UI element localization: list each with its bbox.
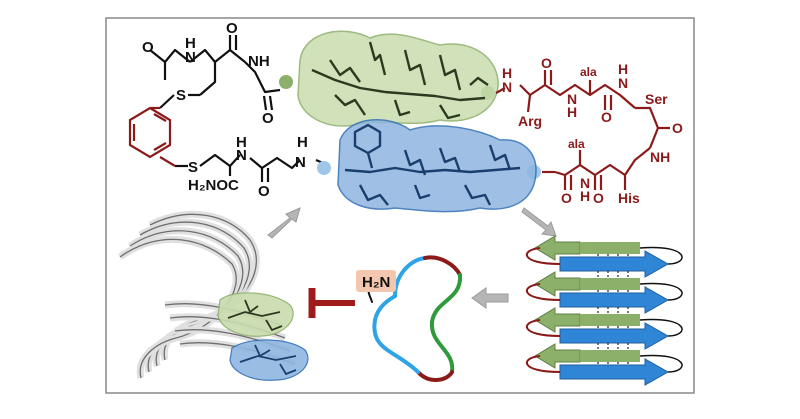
amine-label: H₂N: [362, 274, 390, 291]
beta-sheet-stack: [525, 235, 683, 386]
amine-badge: [356, 270, 396, 292]
label-c-terminal: H₂NOC: [188, 177, 239, 194]
green-beta-strand: [534, 343, 581, 369]
green-beta-strand-body: [580, 242, 588, 254]
turn-loop: [525, 247, 561, 265]
label-turn-o-2: O: [601, 109, 612, 125]
label-turn-h-1: H: [502, 65, 512, 81]
arrow-to-hairpin: [471, 287, 509, 309]
green-beta-strand-body: [580, 314, 588, 326]
label-cap-n: N: [185, 49, 196, 66]
black-peptide-chain: [149, 35, 281, 111]
label-bottom-n-1: N: [236, 147, 247, 164]
blue-beta-strand: [559, 322, 670, 350]
linker-loop: [639, 246, 683, 265]
label-s-top: S: [176, 87, 186, 104]
blue-beta-strand: [559, 358, 670, 386]
linker-loop: [639, 318, 683, 337]
turn-loop: [525, 355, 561, 373]
label-turn-o-1: O: [541, 55, 552, 71]
turn-loop: [525, 319, 561, 337]
fibril-cap-blue: [229, 339, 309, 381]
green-beta-strand-band: [588, 242, 640, 254]
label-bottom-n-2: N: [295, 154, 306, 171]
linker-loop: [639, 282, 683, 301]
label-turn-h-3: H: [618, 61, 628, 77]
green-beta-strand-body: [580, 278, 588, 290]
arrow-to-sheets: [521, 207, 557, 237]
label-turn-n-2: N: [567, 91, 577, 107]
label-s-bottom: S: [188, 159, 198, 176]
lower-black-chain: [175, 153, 331, 182]
arrow-to-linker: [267, 207, 301, 239]
green-beta-strand-band: [588, 350, 640, 362]
inhibition-symbol: [308, 288, 355, 318]
label-ala-bottom: ala: [568, 137, 585, 151]
linker-loop: [639, 354, 683, 373]
blue-strand-surface: [337, 119, 537, 213]
green-beta-strand: [534, 235, 581, 261]
label-his: His: [618, 190, 640, 206]
label-cap-h: H: [185, 35, 196, 52]
blue-dot-left: [317, 161, 331, 175]
label-turn-h-5: H: [580, 188, 590, 204]
label-amide-nh: NH: [248, 53, 270, 70]
green-beta-strand-band: [588, 314, 640, 326]
turn-loop: [525, 283, 561, 301]
label-o-4: O: [258, 183, 270, 200]
hairpin-peptide: [367, 255, 463, 382]
label-turn-h-2: H: [567, 104, 577, 120]
label-o-3: O: [262, 110, 274, 127]
label-ala-top: ala: [580, 65, 597, 79]
label-turn-o-5: O: [561, 190, 572, 206]
label-turn-n-5: N: [580, 175, 590, 191]
green-beta-strand: [534, 307, 581, 333]
label-arg: Arg: [518, 113, 542, 129]
blue-beta-strand: [559, 250, 670, 278]
green-beta-strand-body: [580, 350, 588, 362]
label-turn-n-3: N: [618, 75, 628, 91]
fibril-cap-green: [217, 292, 294, 337]
benzene-linker: [128, 106, 176, 167]
green-dot-left: [279, 75, 293, 89]
label-turn-o-3: O: [672, 120, 683, 136]
label-ser: Ser: [645, 91, 668, 107]
label-turn-n-1: N: [502, 79, 512, 95]
label-bottom-h-2: H: [297, 134, 308, 151]
label-o-top: O: [226, 20, 238, 37]
blue-beta-strand: [559, 286, 670, 314]
green-beta-strand: [534, 271, 581, 297]
label-o-2: O: [142, 39, 154, 56]
label-bottom-h-1: H: [236, 134, 247, 151]
red-turn-chain: [495, 70, 670, 190]
label-turn-nh-4: NH: [650, 149, 670, 165]
label-turn-o-6: O: [593, 190, 604, 206]
green-beta-strand-band: [588, 278, 640, 290]
